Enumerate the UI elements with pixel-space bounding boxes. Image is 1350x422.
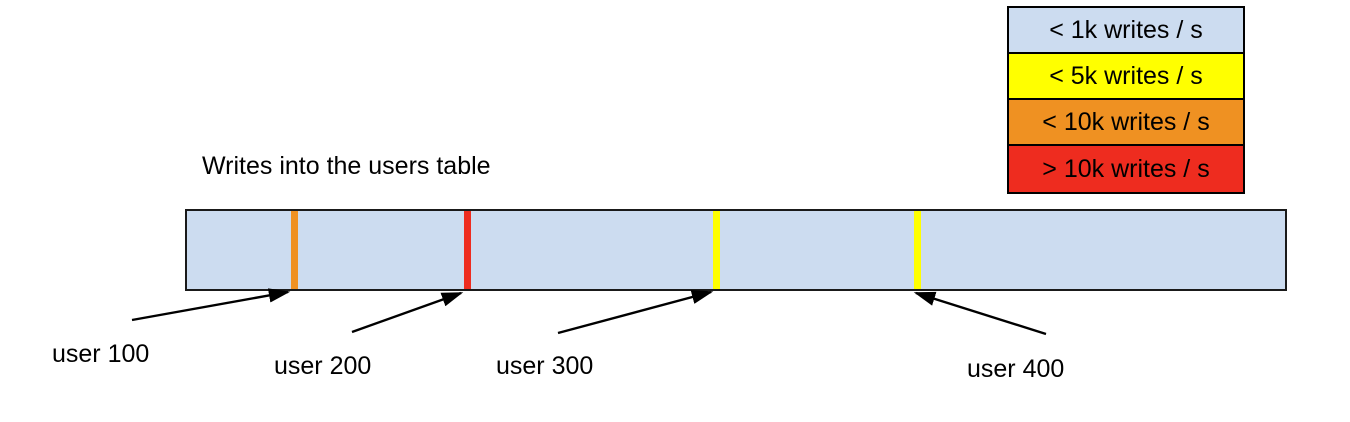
callout-label-user-300: user 300 [496, 352, 594, 380]
legend-row-3: > 10k writes / s [1009, 146, 1243, 192]
callout-label-user-400: user 400 [967, 355, 1065, 383]
user-200-stripe [464, 211, 471, 289]
user-200-arrow [351, 291, 464, 334]
bar-title: Writes into the users table [202, 152, 491, 180]
legend-label-0: < 1k writes / s [1049, 15, 1203, 44]
legend-label-2: < 10k writes / s [1042, 107, 1210, 136]
user-100-stripe [291, 211, 298, 289]
legend-row-1: < 5k writes / s [1009, 54, 1243, 100]
user-400-stripe [914, 211, 921, 289]
users-table-bar [185, 209, 1287, 291]
legend-label-3: > 10k writes / s [1042, 154, 1210, 183]
callout-label-user-200: user 200 [274, 352, 372, 380]
callout-label-user-100: user 100 [52, 340, 150, 368]
user-100-arrow [131, 288, 291, 322]
user-300-arrow [557, 290, 714, 335]
legend: < 1k writes / s < 5k writes / s < 10k wr… [1007, 6, 1245, 194]
user-400-arrow [913, 291, 1047, 336]
legend-row-2: < 10k writes / s [1009, 100, 1243, 146]
user-300-stripe [713, 211, 720, 289]
legend-row-0: < 1k writes / s [1009, 8, 1243, 54]
legend-label-1: < 5k writes / s [1049, 61, 1203, 90]
